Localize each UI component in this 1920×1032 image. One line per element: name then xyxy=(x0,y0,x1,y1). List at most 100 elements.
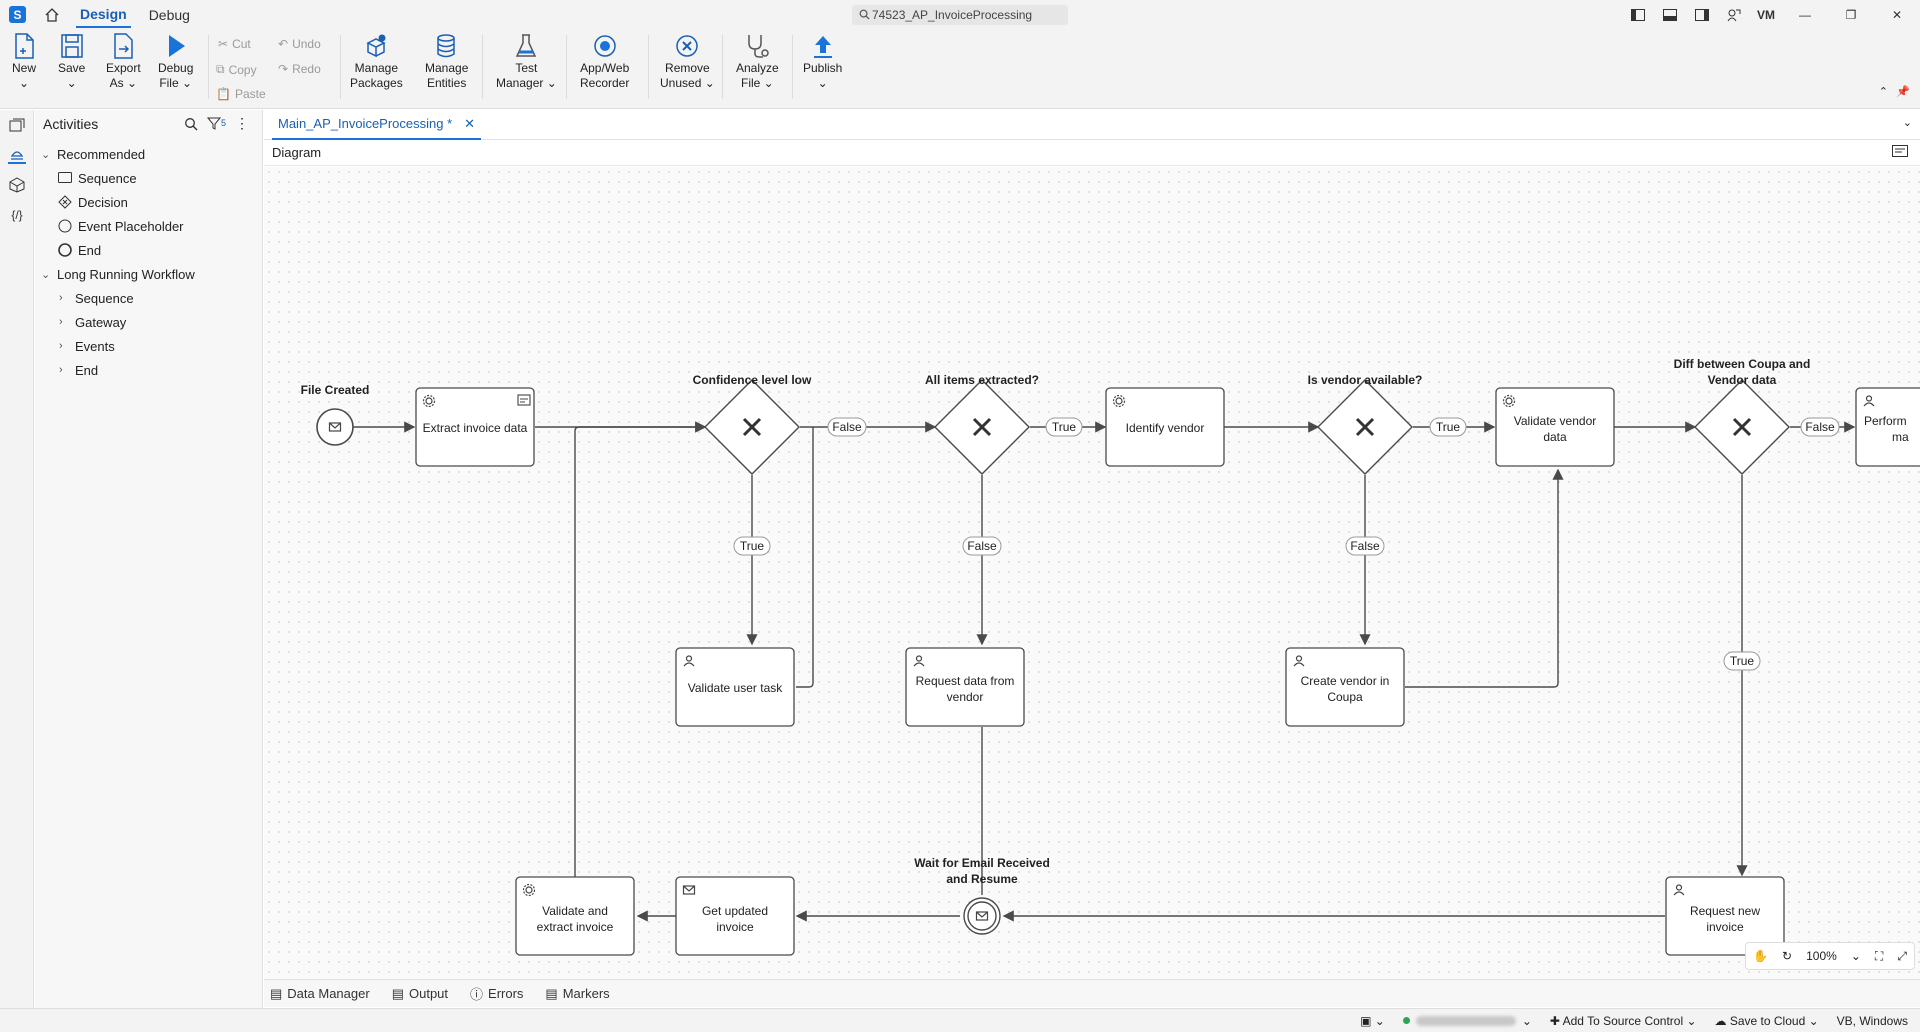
task-validate-user[interactable]: Validate user task xyxy=(675,647,795,727)
svg-text:data: data xyxy=(1543,430,1567,444)
tab-debug[interactable]: Debug xyxy=(148,6,190,23)
new-button[interactable]: New⌄ xyxy=(12,33,36,91)
status-bar: ▣ ⌄ ⌄ ✚ Add To Source Control ⌄ ☁ Save t… xyxy=(0,1008,1920,1032)
task-request-data[interactable]: Request data from vendor xyxy=(905,647,1025,727)
cut-button[interactable]: ✂Cut xyxy=(218,37,251,51)
svg-text:Create vendor in: Create vendor in xyxy=(1301,674,1390,688)
gateway-all-items[interactable] xyxy=(934,379,1030,475)
activities-icon[interactable] xyxy=(8,146,26,164)
tree-group-long-running-workflow[interactable]: ⌄Long Running Workflow xyxy=(41,266,195,282)
tree-item-decision[interactable]: Decision xyxy=(58,192,128,212)
tree-item-gateway[interactable]: ›Gateway xyxy=(59,314,127,330)
variables-icon[interactable]: {/} xyxy=(11,208,23,222)
tree-group-recommended[interactable]: ⌄Recommended xyxy=(41,146,146,162)
svg-text:Coupa: Coupa xyxy=(1327,690,1363,704)
copy-button[interactable]: ⧉Copy xyxy=(216,62,257,77)
close-window-icon[interactable]: ✕ xyxy=(1891,7,1903,22)
intermediate-event-wait-email[interactable] xyxy=(963,897,1001,935)
layout-bottom-icon[interactable] xyxy=(1654,0,1686,29)
scissors-icon: ✂ xyxy=(218,37,229,51)
decision-icon xyxy=(58,195,72,209)
snippets-icon[interactable] xyxy=(8,176,26,194)
paste-button[interactable]: 📋Paste xyxy=(216,87,266,101)
tab-design[interactable]: Design xyxy=(76,2,131,28)
task-request-new[interactable]: Request new invoice xyxy=(1665,876,1785,956)
bpmn-diagram: File Created Extract invoice data Confid… xyxy=(301,357,1920,956)
more-options-icon[interactable]: ⋮ xyxy=(235,115,249,131)
minimize-icon[interactable]: — xyxy=(1799,7,1811,22)
tree-item-event-placeholder[interactable]: Event Placeholder xyxy=(58,216,184,236)
start-event-file-created[interactable] xyxy=(316,408,354,446)
gateway-confidence-level[interactable] xyxy=(704,379,800,475)
fit-to-screen-icon[interactable]: ⛶ xyxy=(1874,948,1884,963)
task-perform[interactable]: Perform ma xyxy=(1855,387,1920,467)
task-identify-vendor[interactable]: Identify vendor xyxy=(1105,387,1225,467)
zoom-level[interactable]: 100% xyxy=(1806,949,1837,963)
layout-right-icon[interactable] xyxy=(1686,0,1718,29)
close-tab-icon[interactable]: ✕ xyxy=(464,115,476,131)
gateway-label: All items extracted? xyxy=(925,373,1039,387)
task-validate-vendor-data[interactable]: Validate vendor data xyxy=(1495,387,1615,467)
chevron-right-icon: › xyxy=(59,340,63,352)
restore-icon[interactable]: ❐ xyxy=(1845,7,1857,22)
tree-item-end-group[interactable]: ›End xyxy=(59,362,99,378)
tree-item-end[interactable]: End xyxy=(58,240,101,260)
publish-icon xyxy=(813,36,832,58)
save-to-cloud-button[interactable]: ☁ Save to Cloud ⌄ xyxy=(1714,1013,1819,1028)
search-activities-icon[interactable] xyxy=(184,117,198,134)
diagram-canvas[interactable]: File Created Extract invoice data Confid… xyxy=(264,167,1920,979)
layout-left-icon[interactable] xyxy=(1622,0,1654,29)
search-input[interactable]: 74523_AP_InvoiceProcessing xyxy=(852,5,1068,25)
undo-button[interactable]: ↶Undo xyxy=(278,37,321,51)
reset-zoom-icon[interactable]: ↻ xyxy=(1782,949,1793,963)
svg-text:Perform: Perform xyxy=(1864,414,1907,428)
fullscreen-icon[interactable]: ⤢ xyxy=(1897,948,1907,963)
filter-icon[interactable]: 5 xyxy=(207,116,226,130)
task-extract-invoice[interactable]: Extract invoice data xyxy=(415,387,535,467)
save-button[interactable]: Save⌄ xyxy=(58,33,85,91)
svg-text:Request data from: Request data from xyxy=(916,674,1015,688)
add-to-source-control-button[interactable]: ✚ Add To Source Control ⌄ xyxy=(1549,1013,1697,1028)
end-circle-icon xyxy=(58,243,72,257)
gateway-label: Confidence level low xyxy=(693,373,812,387)
task-get-updated[interactable]: Get updated invoice xyxy=(675,876,795,956)
orchestrator-connection[interactable]: ⌄ xyxy=(1402,1014,1532,1028)
tree-item-events[interactable]: ›Events xyxy=(59,338,115,354)
output-icon: ▤ xyxy=(391,985,404,1001)
redo-button[interactable]: ↷Redo xyxy=(278,62,321,76)
tab-output[interactable]: ▤Output xyxy=(391,985,449,1002)
gateway-vendor-available[interactable] xyxy=(1317,379,1413,475)
task-validate-extract[interactable]: Validate and extract invoice xyxy=(515,876,635,956)
home-icon[interactable] xyxy=(42,5,62,25)
annotation-icon[interactable] xyxy=(1892,145,1908,162)
pan-hand-icon[interactable]: ✋ xyxy=(1753,949,1768,963)
flow-label-false: False xyxy=(1345,536,1385,556)
user-avatar[interactable]: VM xyxy=(1757,7,1775,22)
tab-main-ap-invoiceprocessing[interactable]: Main_AP_InvoiceProcessing * ✕ xyxy=(272,110,482,140)
debug-target-icon[interactable]: ▣ ⌄ xyxy=(1360,1013,1385,1028)
chevron-right-icon: › xyxy=(59,292,63,304)
tab-list-chevron-icon[interactable]: ⌄ xyxy=(1902,117,1912,129)
gateway-diff-coupa[interactable] xyxy=(1694,379,1790,475)
publish-button[interactable]: Publish⌄ xyxy=(803,33,842,91)
svg-text:True: True xyxy=(1052,420,1077,434)
pin-ribbon-icon[interactable]: 📌 xyxy=(1896,86,1910,98)
tab-data-manager[interactable]: ▤Data Manager xyxy=(270,985,370,1002)
project-icon[interactable] xyxy=(8,116,26,134)
task-create-vendor[interactable]: Create vendor in Coupa xyxy=(1285,647,1405,727)
collapse-ribbon-icon[interactable]: ⌃ xyxy=(1878,86,1888,98)
tab-markers[interactable]: ▤Markers xyxy=(545,985,610,1002)
tree-item-sequence-group[interactable]: ›Sequence xyxy=(59,290,134,306)
zoom-dropdown-icon[interactable]: ⌄ xyxy=(1850,949,1861,963)
tree-item-sequence[interactable]: Sequence xyxy=(58,168,137,188)
feedback-icon[interactable] xyxy=(1718,0,1750,29)
